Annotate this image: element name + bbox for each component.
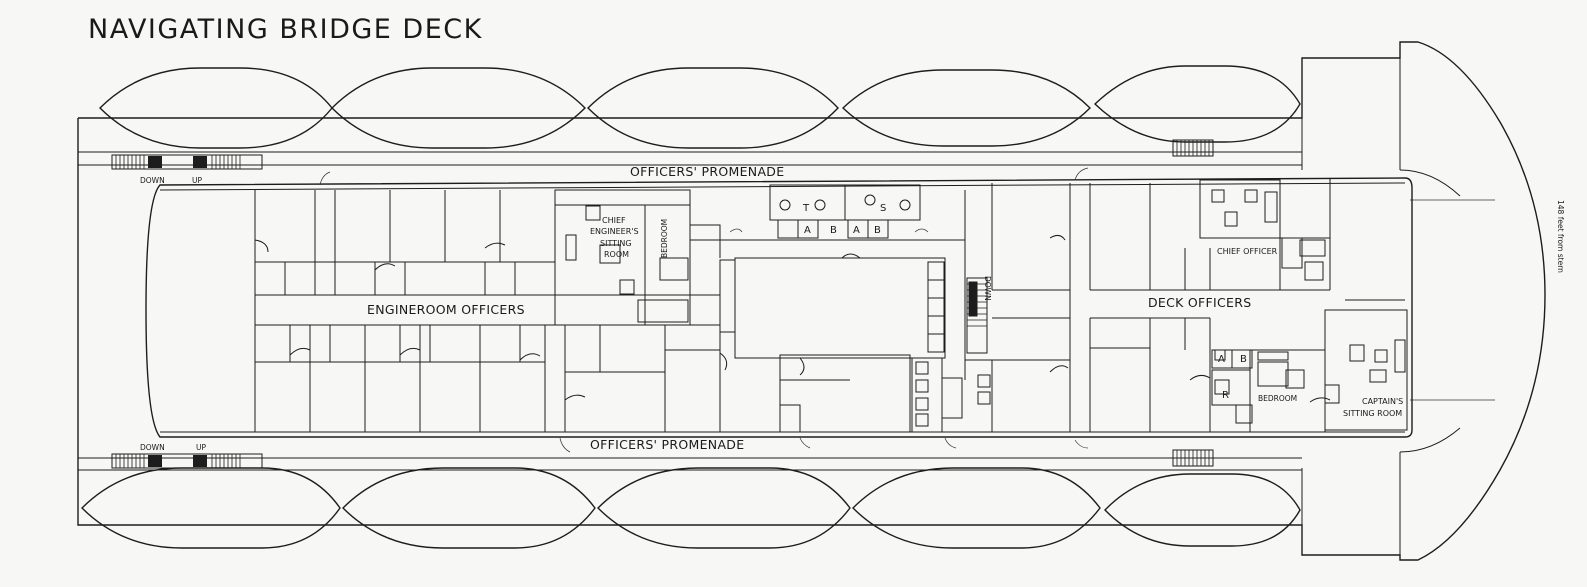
letter-s: S xyxy=(880,203,886,214)
promenade-top-label: OFFICERS' PROMENADE xyxy=(630,164,784,179)
chief-engineer-label-4: ROOM xyxy=(604,250,629,259)
hull-outline xyxy=(77,41,1546,561)
lifeboat-shape xyxy=(1104,473,1301,547)
lifeboat-shape xyxy=(1093,65,1301,143)
cabin-letters: T S A B A B A B R xyxy=(802,203,1247,401)
chief-engineer-label-2: ENGINEER'S xyxy=(590,227,639,236)
stair-down-label: DOWN xyxy=(140,176,165,185)
letter-b: B xyxy=(874,225,881,236)
promenade-edges xyxy=(78,151,1302,471)
engineroom-officers-label: ENGINEROOM OFFICERS xyxy=(367,302,525,317)
door-swings xyxy=(319,167,1089,453)
lifeboat-shape xyxy=(99,67,333,149)
side-note: 148 feet from stern xyxy=(1556,200,1565,273)
captain-label-1: CAPTAIN'S xyxy=(1362,397,1403,406)
letter-r: R xyxy=(1222,390,1229,401)
stair-up-label: UP xyxy=(192,176,202,185)
letter-t: T xyxy=(802,203,810,214)
lifeboat-shape xyxy=(587,67,839,149)
deck-officer-cabins xyxy=(991,178,1408,433)
letter-a: A xyxy=(853,225,860,236)
letter-a: A xyxy=(1218,354,1225,365)
lifeboats-top xyxy=(99,65,1301,149)
captain-label-2: SITTING ROOM xyxy=(1343,409,1402,418)
letter-b: B xyxy=(830,225,837,236)
engineroom-cabins xyxy=(254,189,728,433)
lifeboat-shape xyxy=(331,67,586,149)
stair-up-label: UP xyxy=(196,443,206,452)
chief-engineer-label-1: CHIEF xyxy=(602,216,626,225)
lifeboats-bottom xyxy=(81,467,1301,549)
lifeboat-shape xyxy=(597,467,851,549)
lifeboat-shape xyxy=(852,467,1101,549)
promenade-bottom-label: OFFICERS' PROMENADE xyxy=(590,437,744,452)
chief-officer-label: CHIEF OFFICER xyxy=(1217,247,1278,256)
page-title: NAVIGATING BRIDGE DECK xyxy=(88,14,483,45)
central-block xyxy=(689,184,1070,433)
deck-officers-label: DECK OFFICERS xyxy=(1148,295,1251,310)
stairs-down-label: DOWN xyxy=(983,276,992,301)
stair-down-label: DOWN xyxy=(140,443,165,452)
stairs-bottom: DOWN UP xyxy=(111,443,1214,469)
letter-a: A xyxy=(804,225,811,236)
lifeboat-shape xyxy=(81,467,341,549)
chief-engineer-label-3: SITTING xyxy=(600,239,632,248)
letter-b: B xyxy=(1240,354,1247,365)
captain-bedroom-label: BEDROOM xyxy=(1258,394,1297,403)
lifeboat-shape xyxy=(841,69,1091,147)
chief-engineer-bedroom-label: BEDROOM xyxy=(660,219,669,258)
stairs-top: DOWN UP xyxy=(111,139,1214,185)
lifeboat-shape xyxy=(342,467,596,549)
